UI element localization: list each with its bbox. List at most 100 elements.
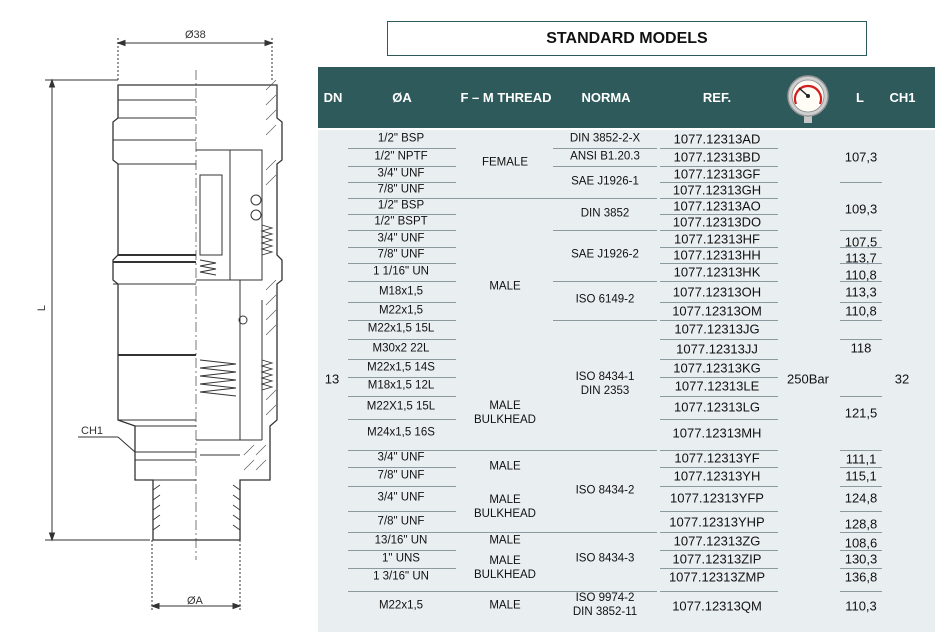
header-dn: DN xyxy=(323,90,343,105)
l-cell: 118 xyxy=(850,340,872,356)
l-cell: 110,3 xyxy=(845,598,877,614)
row-separator xyxy=(348,377,456,378)
ref-cell: 1077.12313ZMP xyxy=(668,569,766,585)
row-separator xyxy=(660,486,778,487)
ref-cell: 1077.12313HK xyxy=(673,264,761,280)
row-separator xyxy=(840,568,882,569)
oa-cell: M18x1,5 12L xyxy=(367,379,435,392)
row-separator xyxy=(840,302,882,303)
l-cell: 107,3 xyxy=(844,149,878,165)
row-separator xyxy=(456,198,553,199)
row-separator xyxy=(553,198,657,199)
row-separator xyxy=(840,396,882,397)
l-cell: 124,8 xyxy=(844,490,878,506)
oa-cell: 1/2" NPTF xyxy=(374,150,428,163)
l-cell: 130,3 xyxy=(844,551,878,567)
row-separator xyxy=(660,263,778,264)
row-separator xyxy=(348,182,456,183)
header-oa: ØA xyxy=(392,90,412,105)
row-separator xyxy=(348,339,456,340)
oa-cell: 1/2" BSP xyxy=(377,199,425,212)
oa-cell: 7/8" UNF xyxy=(377,469,425,482)
l-cell: 111,1 xyxy=(845,451,877,467)
row-separator xyxy=(553,320,657,321)
norma-cell: SAE J1926-2 xyxy=(571,248,639,261)
row-separator xyxy=(660,532,778,533)
row-separator xyxy=(348,263,456,264)
row-separator xyxy=(840,450,882,451)
thread-cell: MALE xyxy=(489,280,521,293)
norma-cell: SAE J1926-1 xyxy=(571,175,639,188)
row-separator xyxy=(553,230,657,231)
row-separator xyxy=(660,359,778,360)
oa-cell: 1" UNS xyxy=(382,552,420,565)
norma-cell: DIN 3852-2-X xyxy=(569,132,641,145)
header-thread: F – M THREAD xyxy=(460,90,552,105)
row-separator xyxy=(660,320,778,321)
ref-cell: 1077.12313KG xyxy=(673,360,761,376)
row-separator xyxy=(660,247,778,248)
ref-cell: 1077.12313LG xyxy=(673,399,761,415)
row-separator xyxy=(348,166,456,167)
thread-cell: MALE xyxy=(489,599,521,612)
header-ref: REF. xyxy=(702,90,732,105)
ref-cell: 1077.12313YFP xyxy=(670,490,764,506)
norma-cell: ISO 6149-2 xyxy=(575,293,635,306)
row-separator xyxy=(348,568,456,569)
row-separator xyxy=(348,359,456,360)
thread-cell: MALE xyxy=(489,460,521,473)
row-separator xyxy=(348,281,456,282)
ref-cell: 1077.12313ZIP xyxy=(672,551,762,567)
norma-cell: ISO 8434-2 xyxy=(575,484,635,497)
row-separator xyxy=(348,396,456,397)
row-separator xyxy=(553,148,657,149)
ref-cell: 1077.12313YF xyxy=(674,450,760,466)
row-separator xyxy=(348,320,456,321)
ref-cell: 1077.12313HF xyxy=(673,231,761,247)
row-separator xyxy=(348,214,456,215)
l-cell: 113,7 xyxy=(845,250,877,266)
row-separator xyxy=(840,263,882,264)
row-separator xyxy=(348,486,456,487)
row-separator xyxy=(660,302,778,303)
row-separator xyxy=(660,568,778,569)
length-label: L xyxy=(36,304,49,312)
ref-cell: 1077.12313JJ xyxy=(676,341,758,357)
row-separator xyxy=(348,467,456,468)
ref-cell: 1077.12313AO xyxy=(673,198,761,214)
row-separator xyxy=(348,247,456,248)
row-separator xyxy=(553,532,657,533)
row-separator xyxy=(660,182,778,183)
row-separator xyxy=(553,166,657,167)
oa-cell: M22x1,5 14S xyxy=(367,361,435,374)
oa-cell: M22x1,5 15L xyxy=(367,322,435,335)
row-separator xyxy=(840,230,882,231)
row-separator xyxy=(840,339,882,340)
oa-cell: 3/4" UNF xyxy=(377,232,425,245)
row-separator xyxy=(840,182,882,183)
oa-cell: M22x1,5 xyxy=(378,599,424,612)
row-separator xyxy=(660,377,778,378)
ref-cell: 1077.12313GH xyxy=(672,182,762,198)
row-separator xyxy=(348,302,456,303)
row-separator xyxy=(840,511,882,512)
row-separator xyxy=(348,550,456,551)
l-cell: 109,3 xyxy=(844,201,878,217)
oa-cell: 13/16" UN xyxy=(374,534,428,547)
header-norma: NORMA xyxy=(581,90,631,105)
ref-cell: 1077.12313BD xyxy=(673,149,761,165)
row-separator xyxy=(660,396,778,397)
table-title: STANDARD MODELS xyxy=(387,21,867,56)
table-body xyxy=(318,130,935,632)
ref-cell: 1077.12313DO xyxy=(672,214,762,230)
row-separator xyxy=(660,511,778,512)
ref-cell: 1077.12313YHP xyxy=(669,514,765,530)
oa-cell: 7/8" UNF xyxy=(377,248,425,261)
oa-cell: 1 3/16" UN xyxy=(373,570,429,583)
ref-cell: 1077.12313YH xyxy=(673,468,761,484)
row-separator xyxy=(348,511,456,512)
